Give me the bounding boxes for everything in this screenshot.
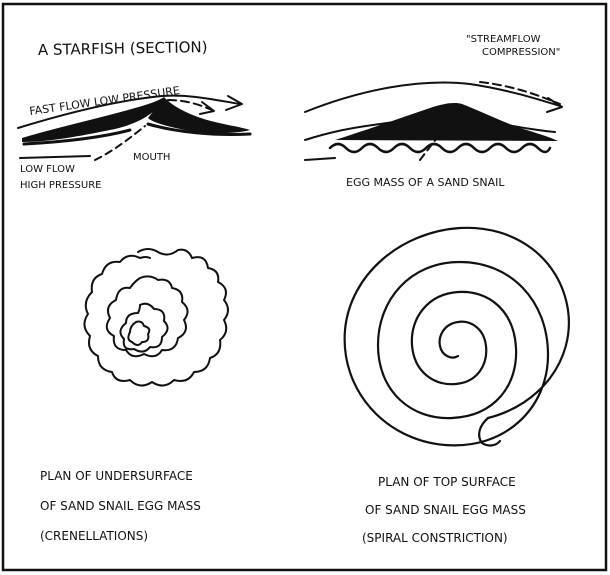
- undersurface-caption-line3: (CRENELLATIONS): [40, 529, 148, 543]
- smooth-spiral-drawing: [345, 228, 569, 446]
- undersurface-plan-panel: PLAN OF UNDERSURFACE OF SAND SNAIL EGG M…: [40, 249, 228, 543]
- crenellated-ring-outer: [84, 249, 228, 386]
- streamflow-label-line2: COMPRESSION": [482, 47, 560, 58]
- egg-mass-section-panel: "STREAMFLOW COMPRESSION" EGG MASS OF A S…: [305, 34, 562, 189]
- crenellated-ring-3: [120, 304, 167, 352]
- egg-mass-caption: EGG MASS OF A SAND SNAIL: [346, 176, 505, 189]
- undersurface-caption-line2: OF SAND SNAIL EGG MASS: [40, 499, 201, 513]
- crenellated-core: [128, 322, 149, 346]
- low-flow-label: LOW FLOW: [20, 164, 75, 175]
- egg-mass-mound: [335, 103, 558, 141]
- top-surface-caption-line3: (SPIRAL CONSTRICTION): [362, 531, 508, 545]
- low-flow-line-bottom: [20, 156, 90, 158]
- egg-base-line: [305, 158, 335, 160]
- high-pressure-label: HIGH PRESSURE: [20, 180, 102, 191]
- starfish-section-panel: A STARFISH (SECTION) FAST FLOW LOW PRESS…: [18, 38, 250, 191]
- egg-dashed-arrow: [480, 82, 560, 104]
- mouth-label: MOUTH: [133, 152, 170, 163]
- crenellated-ring-2: [107, 276, 188, 356]
- top-surface-caption-line2: OF SAND SNAIL EGG MASS: [365, 503, 526, 517]
- starfish-title: A STARFISH (SECTION): [38, 38, 208, 59]
- undersurface-caption-line1: PLAN OF UNDERSURFACE: [40, 469, 193, 483]
- crenellated-spiral-drawing: [84, 249, 228, 386]
- top-surface-caption-line1: PLAN OF TOP SURFACE: [378, 475, 516, 489]
- top-surface-plan-panel: PLAN OF TOP SURFACE OF SAND SNAIL EGG MA…: [345, 228, 569, 545]
- streamflow-label-line1: "STREAMFLOW: [466, 34, 541, 45]
- egg-mass-wavy-base: [330, 144, 550, 152]
